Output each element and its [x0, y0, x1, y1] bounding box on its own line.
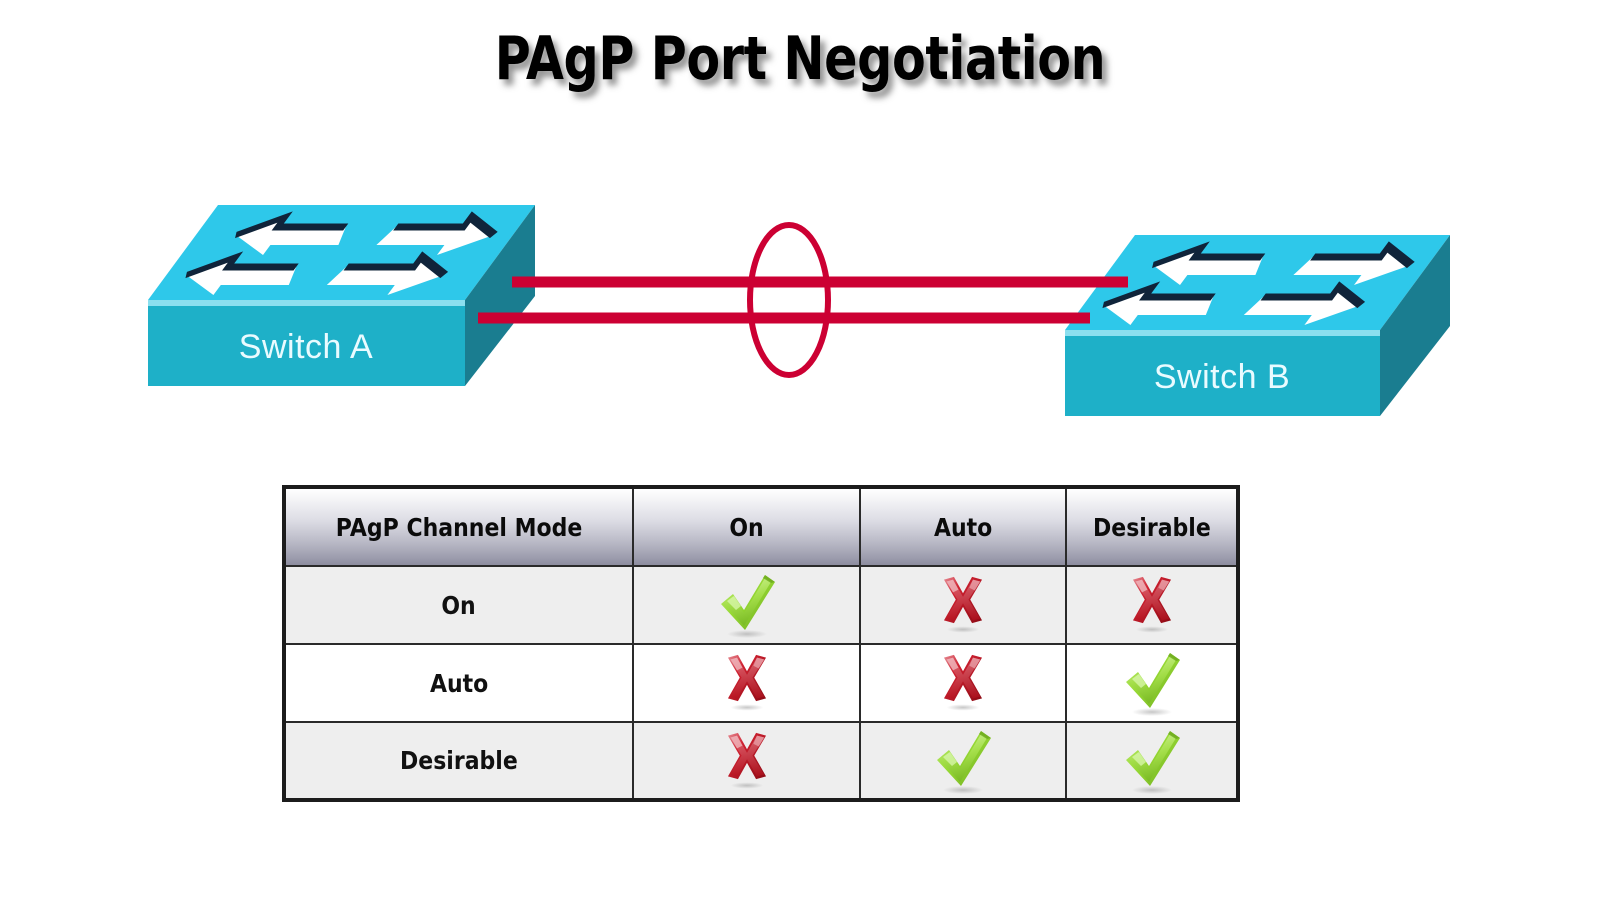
cell-desirable-auto: [859, 721, 1067, 801]
table-row: Auto: [283, 643, 1239, 723]
table-row: On: [283, 565, 1239, 645]
row-mode-label: Auto: [429, 668, 489, 698]
etherchannel-links: [478, 222, 1128, 378]
etherchannel-bundle-ellipse: [747, 222, 831, 378]
cross-icon: [727, 732, 766, 789]
cell-auto-on: [632, 643, 861, 723]
row-mode-label: On: [441, 590, 477, 620]
switch-a-side-face: [465, 205, 535, 386]
cross-icon: [943, 654, 983, 711]
row-header-auto: Auto: [283, 643, 634, 723]
row-mode-label: Desirable: [400, 746, 518, 775]
row-header-on: On: [283, 565, 634, 645]
check-icon: [1125, 730, 1180, 794]
column-header-on: On: [632, 486, 861, 567]
cell-on-desirable: [1065, 565, 1239, 645]
switch-b-front-face: [1065, 330, 1380, 416]
cell-auto-desirable: [1065, 643, 1239, 723]
switch-b: Switch B: [1065, 235, 1450, 416]
switch-b-label: Switch B: [1154, 358, 1290, 396]
column-header-mode: PAgP Channel Mode: [283, 486, 634, 567]
switch-a-label: Switch A: [239, 328, 373, 366]
cell-auto-auto: [859, 643, 1067, 723]
cell-desirable-desirable: [1065, 721, 1239, 801]
check-icon: [1125, 653, 1180, 716]
network-diagram: Switch A Switch B: [148, 205, 1450, 416]
check-icon: [720, 575, 775, 638]
row-header-desirable: Desirable: [283, 721, 634, 801]
cell-on-on: [632, 565, 861, 645]
cell-desirable-on: [632, 721, 861, 801]
cross-icon: [727, 654, 766, 711]
cross-icon: [1132, 576, 1171, 633]
cell-on-auto: [859, 565, 1067, 645]
page-title: PAgP Port Negotiation: [494, 24, 1106, 94]
check-icon: [937, 730, 991, 794]
switch-a-front-face: [148, 300, 465, 386]
column-header-desirable: Desirable: [1065, 486, 1239, 567]
column-header-auto: Auto: [859, 486, 1067, 567]
table-header-row: PAgP Channel Mode On Auto Desirable: [283, 486, 1239, 567]
cross-icon: [943, 576, 983, 633]
switch-b-side-face: [1380, 235, 1450, 416]
table-row: Desirable: [283, 721, 1239, 801]
switch-a: Switch A: [148, 205, 535, 386]
